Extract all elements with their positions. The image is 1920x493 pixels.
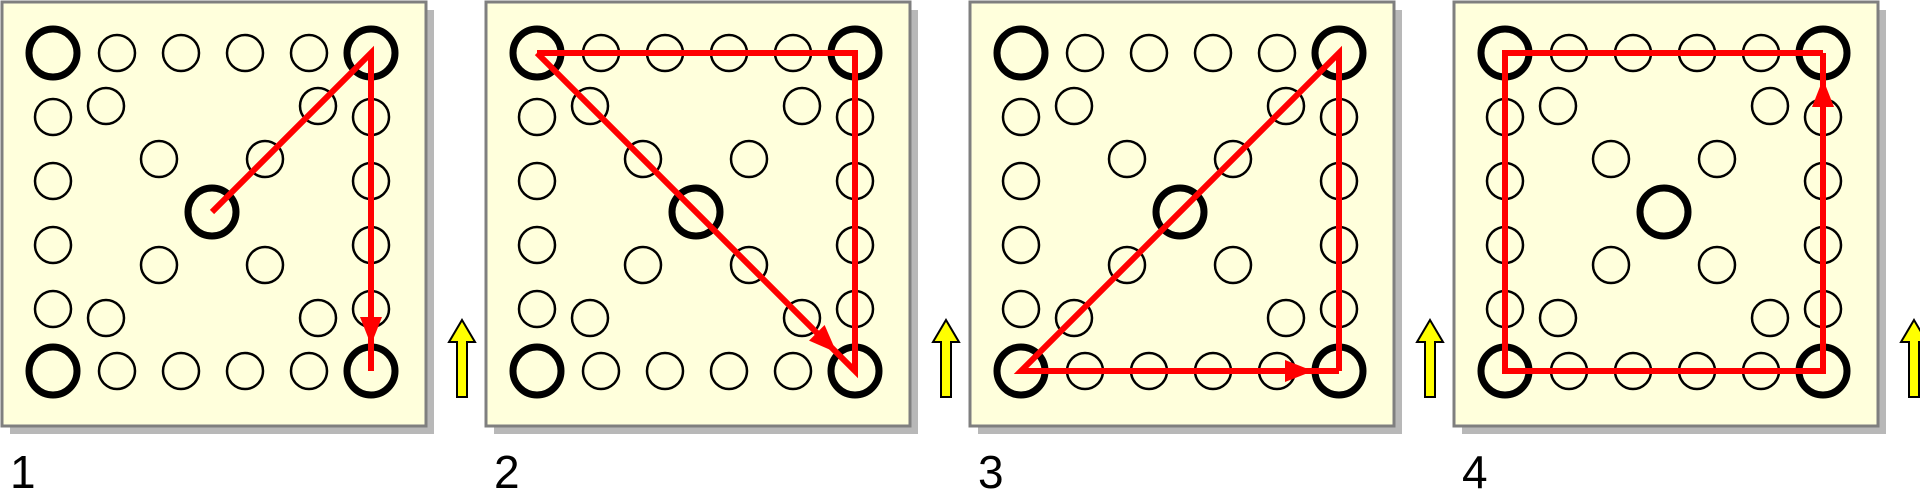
small-hole [1213, 245, 1253, 285]
small-hole [33, 225, 73, 265]
large-hole-c [1152, 184, 1208, 240]
small-hole [1001, 225, 1041, 265]
small-hole [1266, 298, 1306, 338]
path-layer [534, 50, 858, 379]
large-hole-bl [509, 343, 565, 399]
route-arrowhead [809, 325, 837, 353]
panel-4: 4 [1452, 0, 1920, 493]
small-hole [33, 289, 73, 329]
small-hole [782, 86, 822, 126]
small-hole [1697, 245, 1737, 285]
small-hole [729, 245, 769, 285]
small-hole [1591, 245, 1631, 285]
small-hole [1213, 139, 1253, 179]
small-hole [139, 139, 179, 179]
small-hole [225, 351, 265, 391]
small-hole [245, 245, 285, 285]
small-hole [161, 33, 201, 73]
small-hole [225, 33, 265, 73]
small-hole [97, 351, 137, 391]
small-hole [139, 245, 179, 285]
path-layer [1502, 50, 1834, 374]
small-hole [33, 97, 73, 137]
small-hole [782, 298, 822, 338]
route-arrowhead [1812, 79, 1834, 107]
small-hole [161, 351, 201, 391]
up-arrow-shape [931, 318, 961, 398]
small-hole [1266, 86, 1306, 126]
small-hole [298, 86, 338, 126]
small-hole [570, 86, 610, 126]
panel-label: 2 [494, 446, 520, 493]
small-hole [33, 161, 73, 201]
route-path [209, 45, 374, 371]
small-hole [773, 351, 813, 391]
small-hole [1054, 86, 1094, 126]
panel-2: 2 [484, 0, 961, 493]
up-arrow-icon [1415, 318, 1445, 398]
up-arrow-shape [447, 318, 477, 398]
small-hole [1750, 86, 1790, 126]
large-hole-tl [25, 25, 81, 81]
up-arrow-shape [1415, 318, 1445, 398]
large-hole-c [1636, 184, 1692, 240]
small-hole [298, 298, 338, 338]
panel-3: 3 [968, 0, 1445, 493]
small-hole [86, 298, 126, 338]
small-hole [1697, 139, 1737, 179]
route-path [534, 50, 858, 379]
small-hole [517, 161, 557, 201]
small-hole [570, 298, 610, 338]
small-hole [517, 97, 557, 137]
panel-label: 4 [1462, 446, 1488, 493]
large-hole-c [184, 184, 240, 240]
path-layer [209, 45, 382, 371]
small-hole [709, 351, 749, 391]
up-arrow-icon [1899, 318, 1920, 398]
small-hole [645, 351, 685, 391]
small-hole [1750, 298, 1790, 338]
large-hole-tl [993, 25, 1049, 81]
panel-label: 1 [10, 446, 36, 493]
small-hole [1107, 245, 1147, 285]
route-arrowhead [1285, 360, 1313, 382]
small-hole [97, 33, 137, 73]
small-hole [1001, 289, 1041, 329]
small-hole [1538, 86, 1578, 126]
board [1452, 0, 1880, 428]
path-layer [1013, 45, 1342, 382]
small-hole [1107, 139, 1147, 179]
up-arrow-shape [1899, 318, 1920, 398]
panel-1: 1 [0, 0, 477, 493]
small-hole [289, 33, 329, 73]
holes-layer [993, 25, 1367, 399]
up-arrow-icon [931, 318, 961, 398]
small-hole [581, 351, 621, 391]
small-hole [86, 86, 126, 126]
small-hole [1129, 33, 1169, 73]
small-hole [1591, 139, 1631, 179]
small-hole [1193, 33, 1233, 73]
small-hole [517, 289, 557, 329]
small-hole [245, 139, 285, 179]
small-hole [623, 139, 663, 179]
route-arrowhead [360, 317, 382, 345]
route-path [1502, 50, 1826, 374]
small-hole [1054, 298, 1094, 338]
small-hole [623, 245, 663, 285]
small-hole [1257, 33, 1297, 73]
small-hole [729, 139, 769, 179]
small-hole [1001, 97, 1041, 137]
up-arrow-icon [447, 318, 477, 398]
panel-label: 3 [978, 446, 1004, 493]
small-hole [289, 351, 329, 391]
small-hole [1065, 33, 1105, 73]
small-hole [1001, 161, 1041, 201]
small-hole [1538, 298, 1578, 338]
route-path [1013, 45, 1342, 374]
small-hole [517, 225, 557, 265]
large-hole-c [668, 184, 724, 240]
large-hole-bl [25, 343, 81, 399]
